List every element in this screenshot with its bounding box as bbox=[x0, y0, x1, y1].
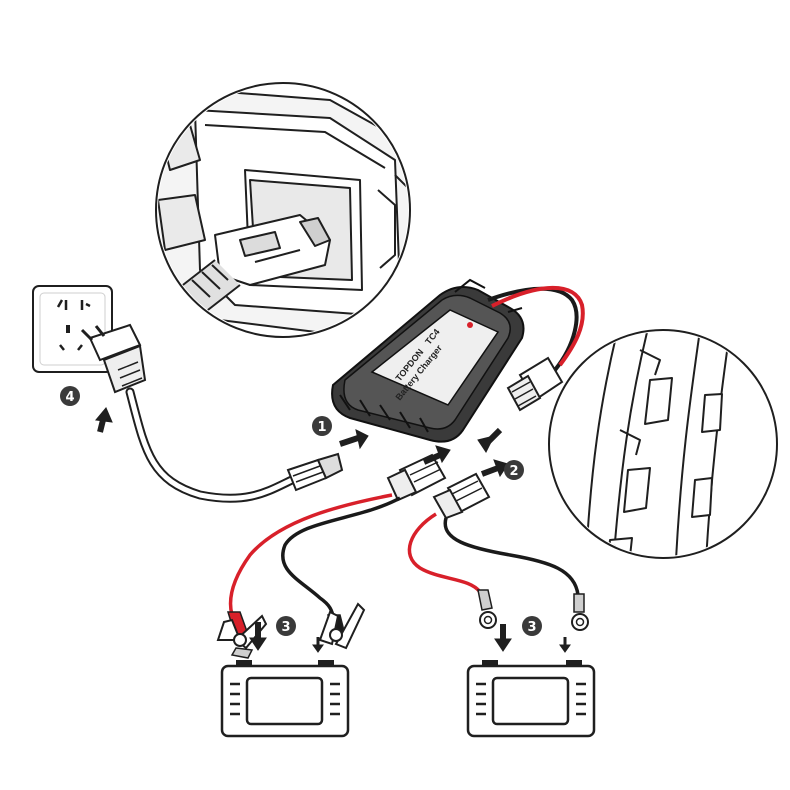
step-1-label: 1 bbox=[317, 420, 326, 435]
charger-input-connector bbox=[288, 454, 342, 490]
step-badge-4: 4 bbox=[60, 386, 80, 406]
battery-icon bbox=[222, 660, 348, 736]
zoom-detail-plug bbox=[150, 83, 425, 340]
clamp-red-wire bbox=[231, 495, 392, 615]
clamp-icon bbox=[320, 604, 364, 648]
step-4-label: 4 bbox=[65, 390, 74, 405]
step-3a-label: 3 bbox=[281, 620, 290, 635]
step-3b-label: 3 bbox=[527, 620, 536, 635]
zoom-detail-cable bbox=[549, 320, 777, 580]
battery-icon bbox=[468, 660, 594, 736]
ring-terminal-icon bbox=[572, 594, 588, 630]
step-badge-3a: 3 bbox=[276, 616, 296, 636]
step-badge-1: 1 bbox=[312, 416, 332, 436]
step-badge-3b: 3 bbox=[522, 616, 542, 636]
step-2-label: 2 bbox=[509, 464, 518, 479]
clamp-cable-connector bbox=[388, 455, 445, 500]
ring-terminal-icon bbox=[478, 590, 496, 628]
ring-cable-connector bbox=[434, 474, 489, 518]
step-badge-2: 2 bbox=[504, 460, 524, 480]
ac-cord bbox=[130, 392, 296, 498]
clamp-black-wire bbox=[283, 498, 400, 620]
output-connector bbox=[508, 358, 562, 410]
